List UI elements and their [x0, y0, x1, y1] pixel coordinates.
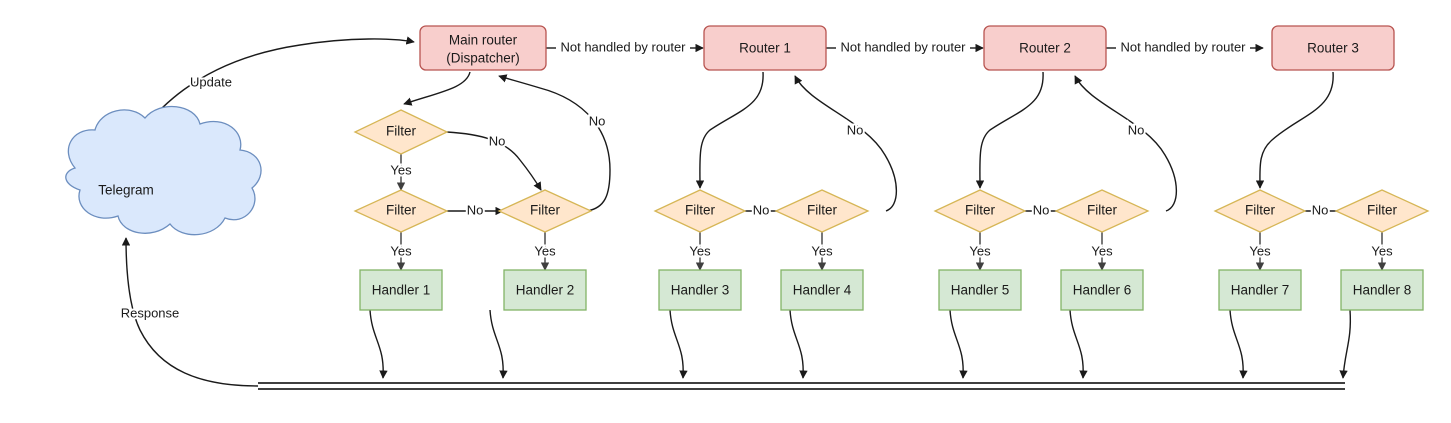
- node-telegram-cloud: Telegram: [65, 105, 262, 236]
- edge-label-yes-filter2: Yes: [390, 243, 412, 258]
- edge-router1-to-filter3: [695, 71, 764, 189]
- telegram-cloud-label: Telegram: [98, 183, 154, 198]
- router-3-label: Router 3: [1307, 41, 1359, 56]
- node-filter-1[interactable]: Filter: [497, 189, 593, 233]
- node-filter-7[interactable]: Filter: [1213, 189, 1307, 233]
- edge-label-no-filter4: No: [847, 122, 864, 137]
- node-filter-6[interactable]: Filter: [1054, 189, 1150, 233]
- node-router-3[interactable]: Router 3: [1271, 25, 1395, 71]
- node-filter-8[interactable]: Filter: [1334, 189, 1430, 233]
- node-filter-4[interactable]: Filter: [774, 189, 870, 233]
- handler-3-label: Handler 3: [671, 283, 730, 298]
- edge-label-no-filter0: No: [489, 133, 506, 148]
- edge-label-no-filter1: No: [589, 113, 606, 128]
- edge-label-yes-filter4: Yes: [811, 243, 833, 258]
- node-router-main[interactable]: Main router (Dispatcher): [419, 25, 547, 71]
- edge-label-not-handled-2: Not handled by router: [840, 39, 966, 54]
- node-filter-5[interactable]: Filter: [933, 189, 1027, 233]
- edge-filter6-no-to-router2: [1074, 75, 1177, 212]
- edge-handler7-to-bus: [1229, 309, 1248, 379]
- handler-2-label: Handler 2: [516, 283, 575, 298]
- edge-handler8-to-bus: [1339, 309, 1352, 379]
- node-handler-2[interactable]: Handler 2: [503, 269, 587, 311]
- edge-label-response: Response: [121, 305, 180, 320]
- edge-label-yes-filter7: Yes: [1249, 243, 1271, 258]
- edge-label-yes-filter6: Yes: [1091, 243, 1113, 258]
- filter-0-label: Filter: [386, 124, 417, 139]
- edge-filter4-no-to-router1: [794, 75, 897, 212]
- filter-3-label: Filter: [685, 203, 716, 218]
- node-filter-0[interactable]: Filter: [353, 109, 449, 155]
- edge-label-no-filter6: No: [1128, 122, 1145, 137]
- handler-8-label: Handler 8: [1353, 283, 1412, 298]
- edge-label-yes-filter3: Yes: [689, 243, 711, 258]
- edge-label-not-handled-3: Not handled by router: [1120, 39, 1246, 54]
- edge-label-no-filter3: No: [753, 202, 770, 217]
- node-handler-4[interactable]: Handler 4: [780, 269, 864, 311]
- edge-filter0-no-to-filter1: [446, 131, 542, 191]
- node-router-2[interactable]: Router 2: [983, 25, 1107, 71]
- handler-5-label: Handler 5: [951, 283, 1010, 298]
- edge-handler4-to-bus: [789, 309, 808, 379]
- edge-label-yes-filter8: Yes: [1371, 243, 1393, 258]
- edge-label-no-filter7: No: [1312, 202, 1329, 217]
- node-filter-3[interactable]: Filter: [653, 189, 747, 233]
- edge-router3-to-filter7: [1255, 71, 1334, 189]
- router-1-label: Router 1: [739, 41, 791, 56]
- node-handler-1[interactable]: Handler 1: [359, 269, 443, 311]
- edge-label-yes-filter1: Yes: [534, 243, 556, 258]
- edge-mainrouter-to-filter0: [403, 71, 471, 106]
- edge-response-to-telegram: [121, 237, 259, 387]
- edge-router2-to-filter5: [975, 71, 1044, 189]
- edge-label-yes-filter5: Yes: [969, 243, 991, 258]
- edge-label-no-filter2: No: [467, 202, 484, 217]
- edge-label-not-handled-1: Not handled by router: [560, 39, 686, 54]
- router-main-label-line2: (Dispatcher): [446, 51, 520, 66]
- edge-filter1-no-to-mainrouter: [498, 74, 611, 212]
- node-handler-8[interactable]: Handler 8: [1340, 269, 1424, 311]
- edge-label-update: Update: [190, 74, 232, 89]
- edge-label-yes-filter0: Yes: [390, 162, 412, 177]
- filter-2-label: Filter: [386, 203, 417, 218]
- filter-6-label: Filter: [1087, 203, 1118, 218]
- handler-1-label: Handler 1: [372, 283, 431, 298]
- node-handler-6[interactable]: Handler 6: [1060, 269, 1144, 311]
- node-filter-2[interactable]: Filter: [353, 189, 449, 233]
- filter-1-label: Filter: [530, 203, 561, 218]
- edge-handler6-to-bus: [1069, 309, 1088, 379]
- filter-8-label: Filter: [1367, 203, 1398, 218]
- handler-4-label: Handler 4: [793, 283, 852, 298]
- filter-7-label: Filter: [1245, 203, 1276, 218]
- edge-handler5-to-bus: [949, 309, 968, 379]
- edge-handler3-to-bus: [669, 309, 688, 379]
- node-handler-3[interactable]: Handler 3: [658, 269, 742, 311]
- router-main-label-line1: Main router: [449, 33, 518, 48]
- handler-6-label: Handler 6: [1073, 283, 1132, 298]
- handler-7-label: Handler 7: [1231, 283, 1290, 298]
- edge-label-no-filter5: No: [1033, 202, 1050, 217]
- edge-handler2-to-bus: [489, 309, 508, 379]
- filter-5-label: Filter: [965, 203, 996, 218]
- filter-4-label: Filter: [807, 203, 838, 218]
- node-router-1[interactable]: Router 1: [703, 25, 827, 71]
- router-2-label: Router 2: [1019, 41, 1071, 56]
- node-handler-5[interactable]: Handler 5: [938, 269, 1022, 311]
- edge-handler1-to-bus: [369, 309, 388, 379]
- node-handler-7[interactable]: Handler 7: [1218, 269, 1302, 311]
